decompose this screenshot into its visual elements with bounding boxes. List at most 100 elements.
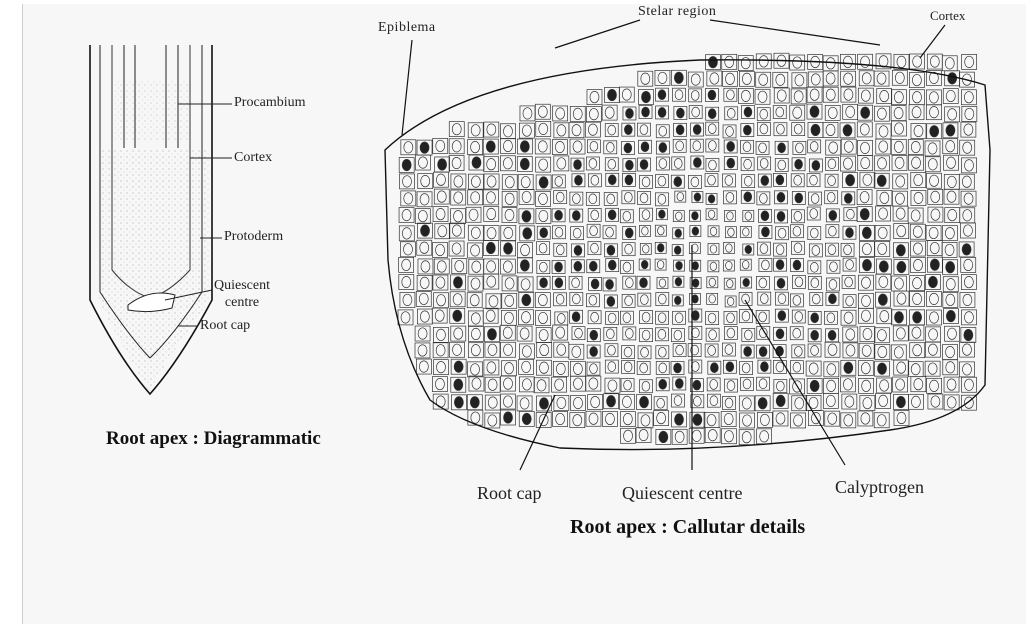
cell	[891, 345, 906, 360]
cell-nucleus	[760, 124, 768, 134]
cell	[707, 378, 720, 391]
cell	[741, 158, 754, 171]
cell-nucleus	[914, 259, 923, 270]
cell	[572, 327, 585, 340]
cell-nucleus	[472, 157, 481, 168]
cell	[877, 190, 892, 205]
cell-nucleus	[640, 160, 648, 170]
cell	[739, 71, 754, 86]
cell	[555, 312, 568, 325]
cell	[468, 174, 483, 189]
cell-nucleus	[573, 363, 582, 374]
cell	[858, 155, 873, 170]
cell	[756, 276, 769, 289]
cell	[892, 121, 907, 136]
cell-nucleus	[471, 141, 480, 152]
cell	[621, 428, 636, 443]
cell-nucleus	[965, 56, 974, 67]
cell-nucleus	[505, 278, 514, 289]
cell	[705, 174, 718, 187]
cell-nucleus	[708, 90, 716, 100]
cell	[792, 310, 805, 323]
cell	[841, 139, 856, 154]
cell-nucleus	[795, 277, 803, 287]
cell	[825, 243, 838, 256]
cell-nucleus	[878, 243, 887, 254]
cell-nucleus	[522, 361, 531, 372]
cell-nucleus	[504, 312, 513, 323]
cell	[691, 395, 704, 408]
cell-nucleus	[674, 363, 682, 373]
cell-nucleus	[452, 157, 461, 168]
cell-nucleus	[658, 72, 667, 83]
cell	[706, 328, 719, 341]
cell	[552, 377, 567, 392]
cell-nucleus	[744, 107, 752, 117]
cell-nucleus	[931, 396, 940, 407]
cell-nucleus	[776, 413, 785, 424]
cell	[739, 430, 754, 445]
cell-nucleus	[625, 278, 633, 288]
cell-nucleus	[727, 158, 735, 168]
cell-nucleus	[674, 330, 682, 340]
cell	[619, 394, 634, 409]
cell-nucleus	[928, 143, 937, 154]
cell-nucleus	[503, 261, 512, 272]
cell	[433, 275, 448, 290]
cell-nucleus	[709, 295, 716, 303]
cell-nucleus	[811, 313, 819, 323]
cell-nucleus	[657, 398, 665, 408]
cell-nucleus	[828, 344, 837, 355]
cell-nucleus	[540, 344, 549, 355]
cell-nucleus	[608, 175, 616, 185]
cell-nucleus	[659, 143, 667, 153]
cell	[909, 90, 924, 105]
cell-nucleus	[606, 227, 614, 237]
cell	[656, 361, 669, 374]
cell-nucleus	[626, 109, 634, 119]
cell	[756, 54, 771, 69]
cell-nucleus	[674, 296, 681, 304]
cell-nucleus	[878, 294, 887, 305]
cell-nucleus	[760, 431, 769, 442]
cell-nucleus	[726, 362, 734, 372]
cell-nucleus	[589, 159, 597, 169]
cell	[500, 124, 515, 139]
cell-nucleus	[693, 125, 701, 135]
cell-nucleus	[642, 381, 650, 391]
cell-nucleus	[811, 124, 820, 135]
cell-nucleus	[608, 210, 616, 220]
cell-nucleus	[520, 158, 529, 169]
cell	[911, 124, 926, 139]
cell	[926, 225, 941, 240]
cell	[910, 291, 925, 306]
cell	[722, 343, 735, 356]
cell-nucleus	[963, 225, 972, 236]
cell-nucleus	[929, 293, 938, 304]
cell-nucleus	[572, 346, 581, 357]
cell-nucleus	[930, 242, 939, 253]
cell	[434, 259, 449, 274]
cell-nucleus	[826, 395, 835, 406]
cell-nucleus	[811, 278, 819, 288]
cell-nucleus	[911, 210, 920, 221]
cell	[484, 360, 499, 375]
cell-nucleus	[624, 430, 633, 441]
cell-nucleus	[676, 125, 684, 135]
cell	[891, 139, 906, 154]
cell-nucleus	[708, 429, 717, 440]
cell-nucleus	[844, 415, 853, 426]
cell-nucleus	[575, 328, 583, 338]
cell-nucleus	[896, 379, 905, 390]
cell	[739, 396, 754, 411]
cell	[571, 227, 584, 240]
cell	[808, 344, 821, 357]
cell	[536, 310, 551, 325]
cell-nucleus	[419, 361, 428, 372]
cell	[877, 89, 892, 104]
cell-nucleus	[418, 328, 427, 339]
cell	[724, 88, 737, 101]
cell-nucleus	[625, 296, 633, 306]
label-epiblema: Epiblema	[378, 20, 436, 36]
cell-nucleus	[862, 380, 871, 391]
